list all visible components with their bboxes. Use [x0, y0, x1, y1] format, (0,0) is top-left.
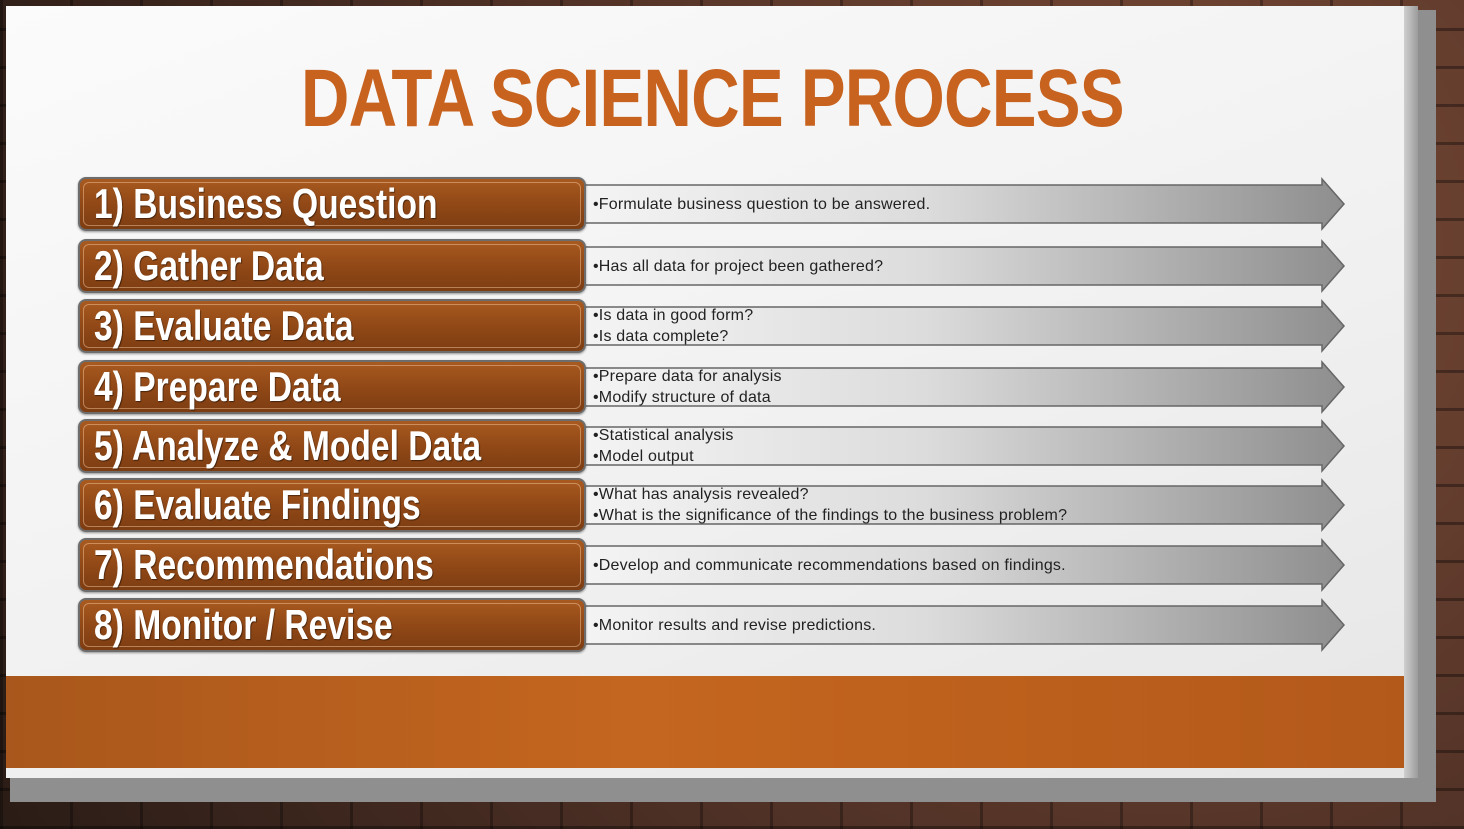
arrow-polygon [581, 299, 1345, 353]
step-description: •Develop and communicate recommendations… [593, 538, 1293, 592]
slide-edge-bar [1404, 6, 1418, 778]
arrow-polygon [581, 598, 1345, 652]
step-label-box: 2) Gather Data [78, 239, 586, 293]
arrow-polygon [581, 538, 1345, 592]
step-bullet: •Is data in good form? [593, 307, 754, 324]
step-description: •Prepare data for analysis •Modify struct… [593, 360, 1293, 414]
step-bullet: •Develop and communicate recommendations… [593, 556, 1066, 574]
step-arrow [578, 538, 1346, 592]
step-label-box: 7) Recommendations [78, 538, 586, 592]
step-arrow [578, 177, 1346, 231]
step-bullet: •Is data complete? [593, 328, 729, 345]
arrow-polygon [581, 239, 1345, 293]
arrow-polygon [581, 360, 1345, 414]
step-description: •What has analysis revealed? •What is the… [593, 478, 1293, 532]
step-label: 3) Evaluate Data [94, 302, 354, 349]
step-bullet: •Modify structure of data [593, 389, 771, 406]
step-label: 5) Analyze & Model Data [94, 422, 482, 469]
step-label: 8) Monitor / Revise [94, 601, 393, 648]
step-description: •Has all data for project been gathered? [593, 239, 1293, 293]
step-arrow [578, 299, 1346, 353]
step-label: 6) Evaluate Findings [94, 481, 421, 528]
step-label: 4) Prepare Data [94, 363, 341, 410]
step-label-box: 3) Evaluate Data [78, 299, 586, 353]
step-bullet: •Statistical analysis [593, 427, 734, 444]
process-step-row: •What has analysis revealed? •What is the… [78, 478, 1350, 532]
step-bullet: •What is the significance of the finding… [593, 507, 1068, 524]
step-label-box: 6) Evaluate Findings [78, 478, 586, 532]
arrow-shape [581, 299, 1345, 353]
step-bullet: •What has analysis revealed? [593, 486, 809, 503]
step-label-box: 1) Business Question [78, 177, 586, 231]
step-label-box: 5) Analyze & Model Data [78, 419, 586, 473]
slide-title: DATA SCIENCE PROCESS [300, 53, 1125, 144]
arrow-polygon [581, 478, 1345, 532]
step-bullet: •Prepare data for analysis [593, 368, 782, 385]
step-label-box: 4) Prepare Data [78, 360, 586, 414]
step-bullet: •Has all data for project been gathered? [593, 257, 884, 275]
step-arrow [578, 478, 1346, 532]
step-description: •Monitor results and revise predictions. [593, 598, 1293, 652]
process-step-row: •Develop and communicate recommendations… [78, 538, 1350, 592]
step-arrow [578, 419, 1346, 473]
arrow-shape [581, 598, 1345, 652]
arrow-shape [581, 538, 1345, 592]
step-bullet: •Model output [593, 448, 694, 465]
step-arrow [578, 360, 1346, 414]
step-description: •Formulate business question to be answe… [593, 177, 1293, 231]
process-step-row: •Statistical analysis •Model output 5) Ana… [78, 419, 1350, 473]
arrow-shape [581, 177, 1345, 231]
arrow-polygon [581, 419, 1345, 473]
process-step-row: •Formulate business question to be answe… [78, 177, 1350, 231]
step-bullet: •Formulate business question to be answe… [593, 195, 931, 213]
step-description: •Is data in good form? •Is data complete? [593, 299, 1293, 353]
arrow-polygon [581, 177, 1345, 231]
process-step-row: •Monitor results and revise predictions.… [78, 598, 1350, 652]
footer-band [6, 676, 1404, 768]
arrow-shape [581, 419, 1345, 473]
process-step-row: •Is data in good form? •Is data complete?… [78, 299, 1350, 353]
arrow-shape [581, 239, 1345, 293]
arrow-shape [581, 478, 1345, 532]
step-label: 7) Recommendations [94, 541, 434, 588]
step-label: 2) Gather Data [94, 242, 324, 289]
slide: DATA SCIENCE PROCESS •Formulate business… [6, 6, 1418, 778]
step-arrow [578, 598, 1346, 652]
step-description: •Statistical analysis •Model output [593, 419, 1293, 473]
process-step-row: •Prepare data for analysis •Modify struct… [78, 360, 1350, 414]
step-label-box: 8) Monitor / Revise [78, 598, 586, 652]
step-label: 1) Business Question [94, 180, 438, 227]
step-arrow [578, 239, 1346, 293]
arrow-shape [581, 360, 1345, 414]
step-bullet: •Monitor results and revise predictions. [593, 616, 877, 634]
process-step-row: •Has all data for project been gathered?… [78, 239, 1350, 293]
